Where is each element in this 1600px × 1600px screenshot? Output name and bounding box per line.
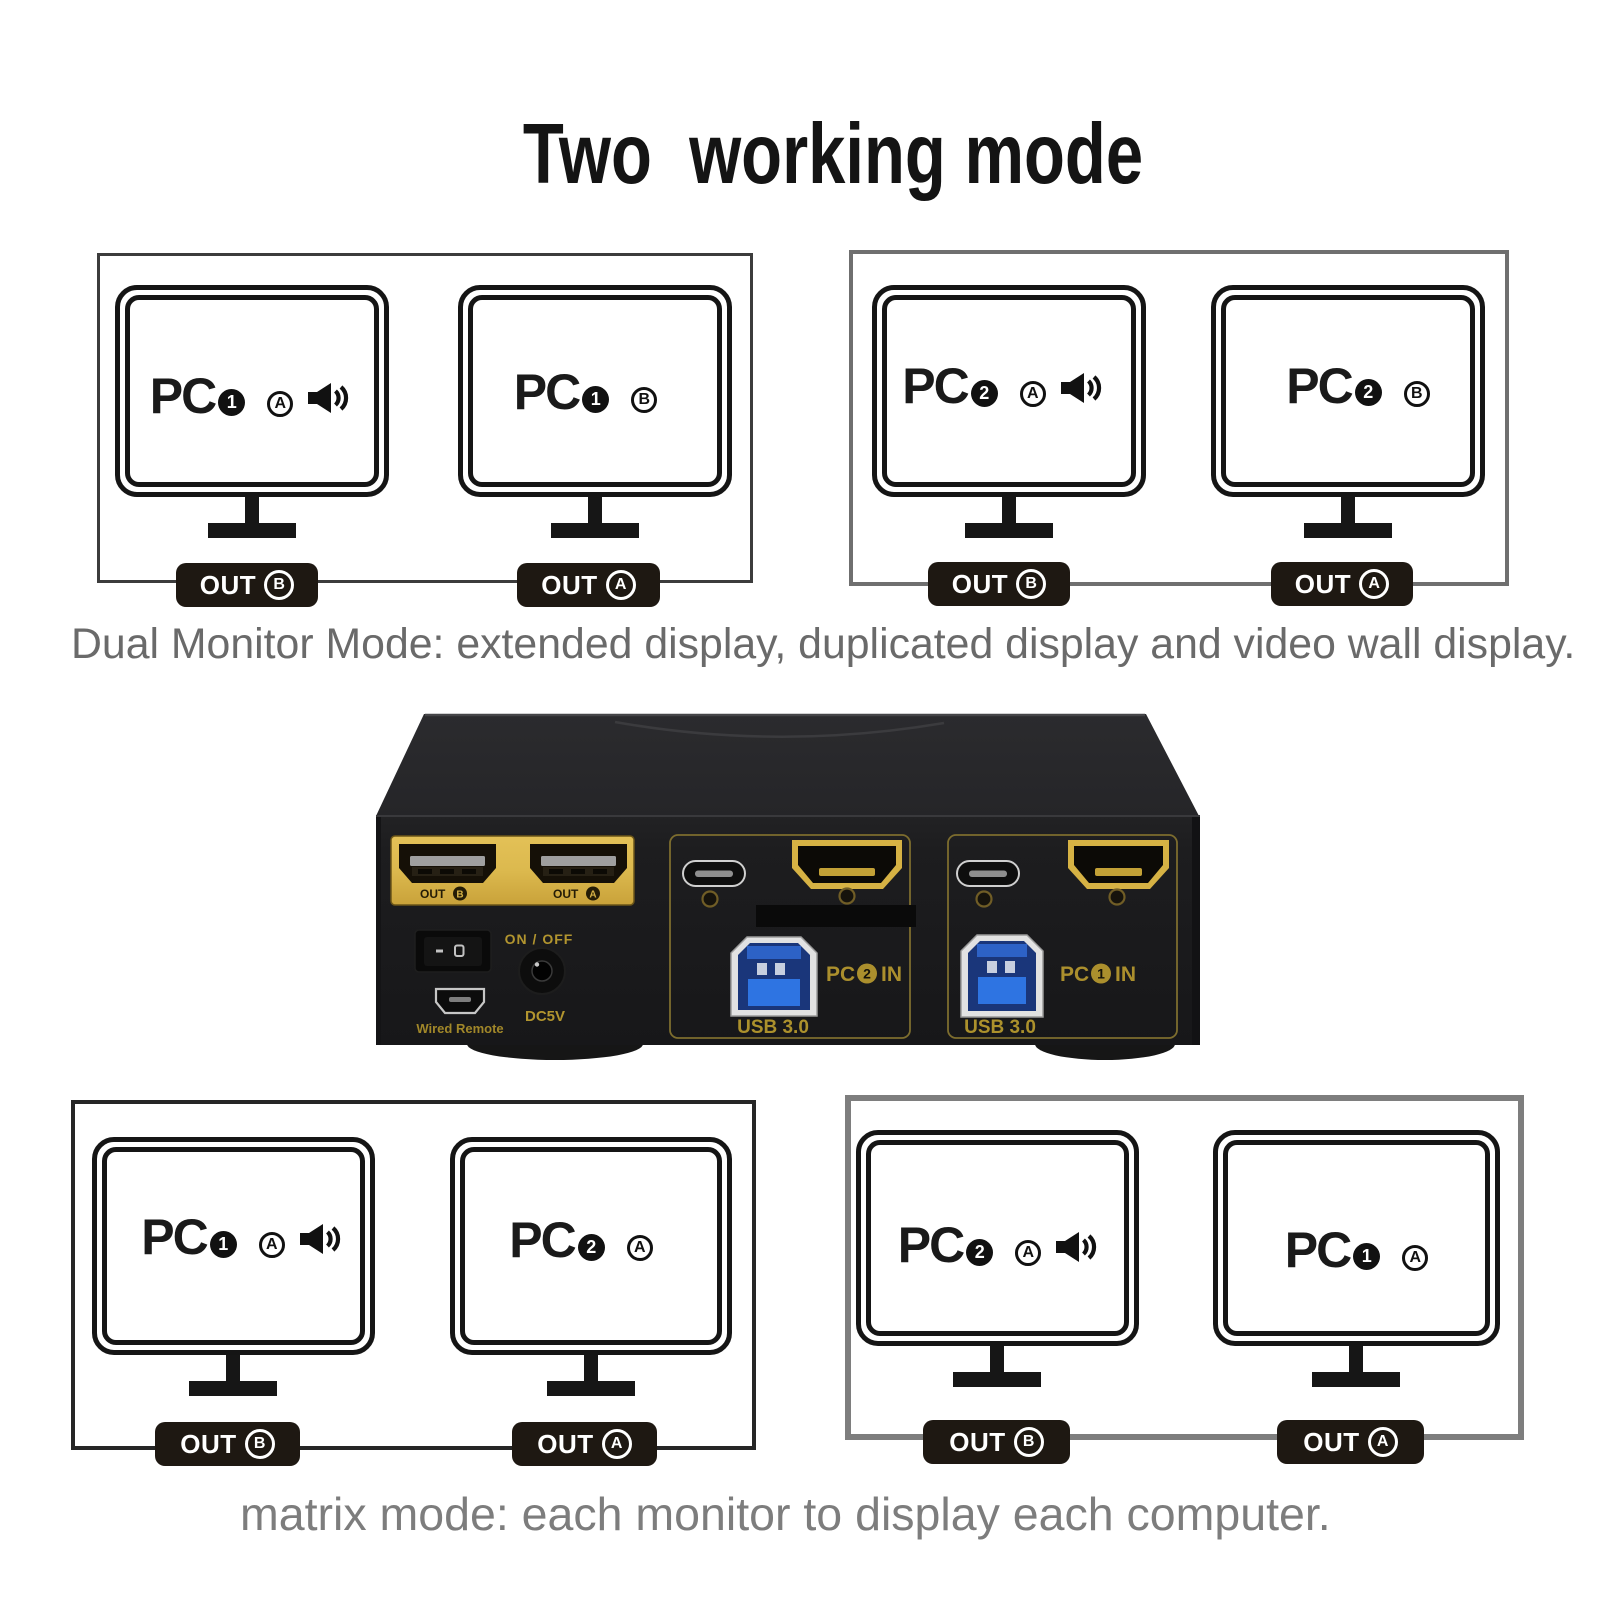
svg-text:USB 3.0: USB 3.0: [964, 1017, 1036, 1038]
svg-text:DC5V: DC5V: [525, 1008, 565, 1025]
svg-text:A: A: [589, 890, 596, 901]
svg-text:OUT: OUT: [420, 887, 446, 901]
svg-text:ON / OFF: ON / OFF: [505, 931, 574, 947]
svg-text:B: B: [456, 890, 463, 901]
svg-text:USB 3.0: USB 3.0: [737, 1017, 809, 1038]
svg-text:IN: IN: [881, 963, 902, 986]
svg-text:PC: PC: [826, 963, 855, 986]
svg-text:Wired Remote: Wired Remote: [416, 1021, 503, 1036]
svg-text:IN: IN: [1115, 963, 1136, 986]
svg-text:PC: PC: [1060, 963, 1089, 986]
svg-text:OUT: OUT: [553, 887, 579, 901]
svg-text:2: 2: [863, 966, 871, 982]
svg-text:1: 1: [1097, 966, 1105, 982]
